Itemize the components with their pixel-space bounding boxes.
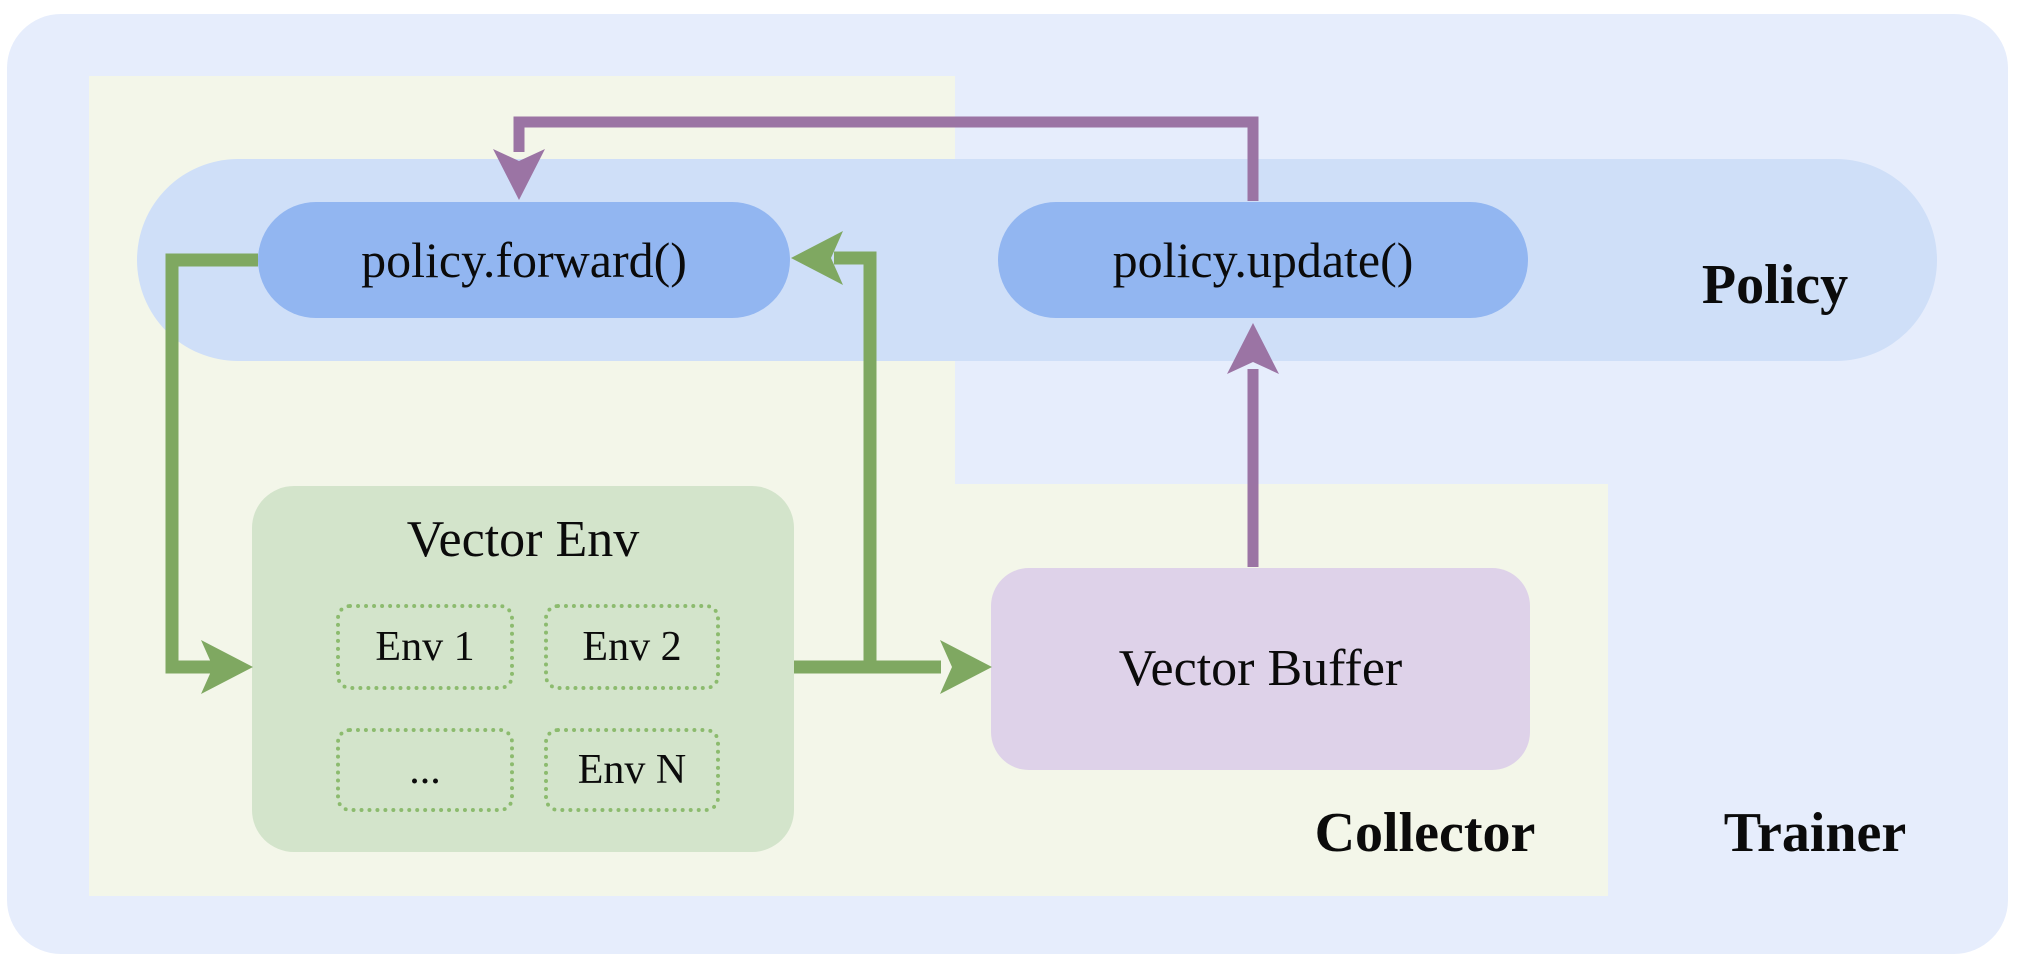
env-item-n: Env N: [544, 728, 720, 812]
vector-buffer-node: Vector Buffer: [991, 568, 1530, 770]
vector-buffer-label: Vector Buffer: [1118, 640, 1403, 697]
policy-update-node: policy.update(): [998, 202, 1528, 318]
policy-forward-node: policy.forward(): [258, 202, 790, 318]
policy-label: Policy: [1701, 254, 1849, 316]
vector-env-title: Vector Env: [406, 511, 640, 568]
trainer-label: Trainer: [1723, 802, 1907, 864]
collector-label: Collector: [1314, 802, 1536, 864]
policy-forward-label: policy.forward(): [361, 232, 687, 288]
vector-env-node: Vector Env Env 1 Env 2 ... Env N: [252, 486, 794, 852]
env-item-ellipsis: ...: [336, 728, 514, 812]
env-item-2: Env 2: [544, 604, 720, 690]
policy-update-label: policy.update(): [1112, 232, 1414, 288]
env-item-1: Env 1: [336, 604, 514, 690]
